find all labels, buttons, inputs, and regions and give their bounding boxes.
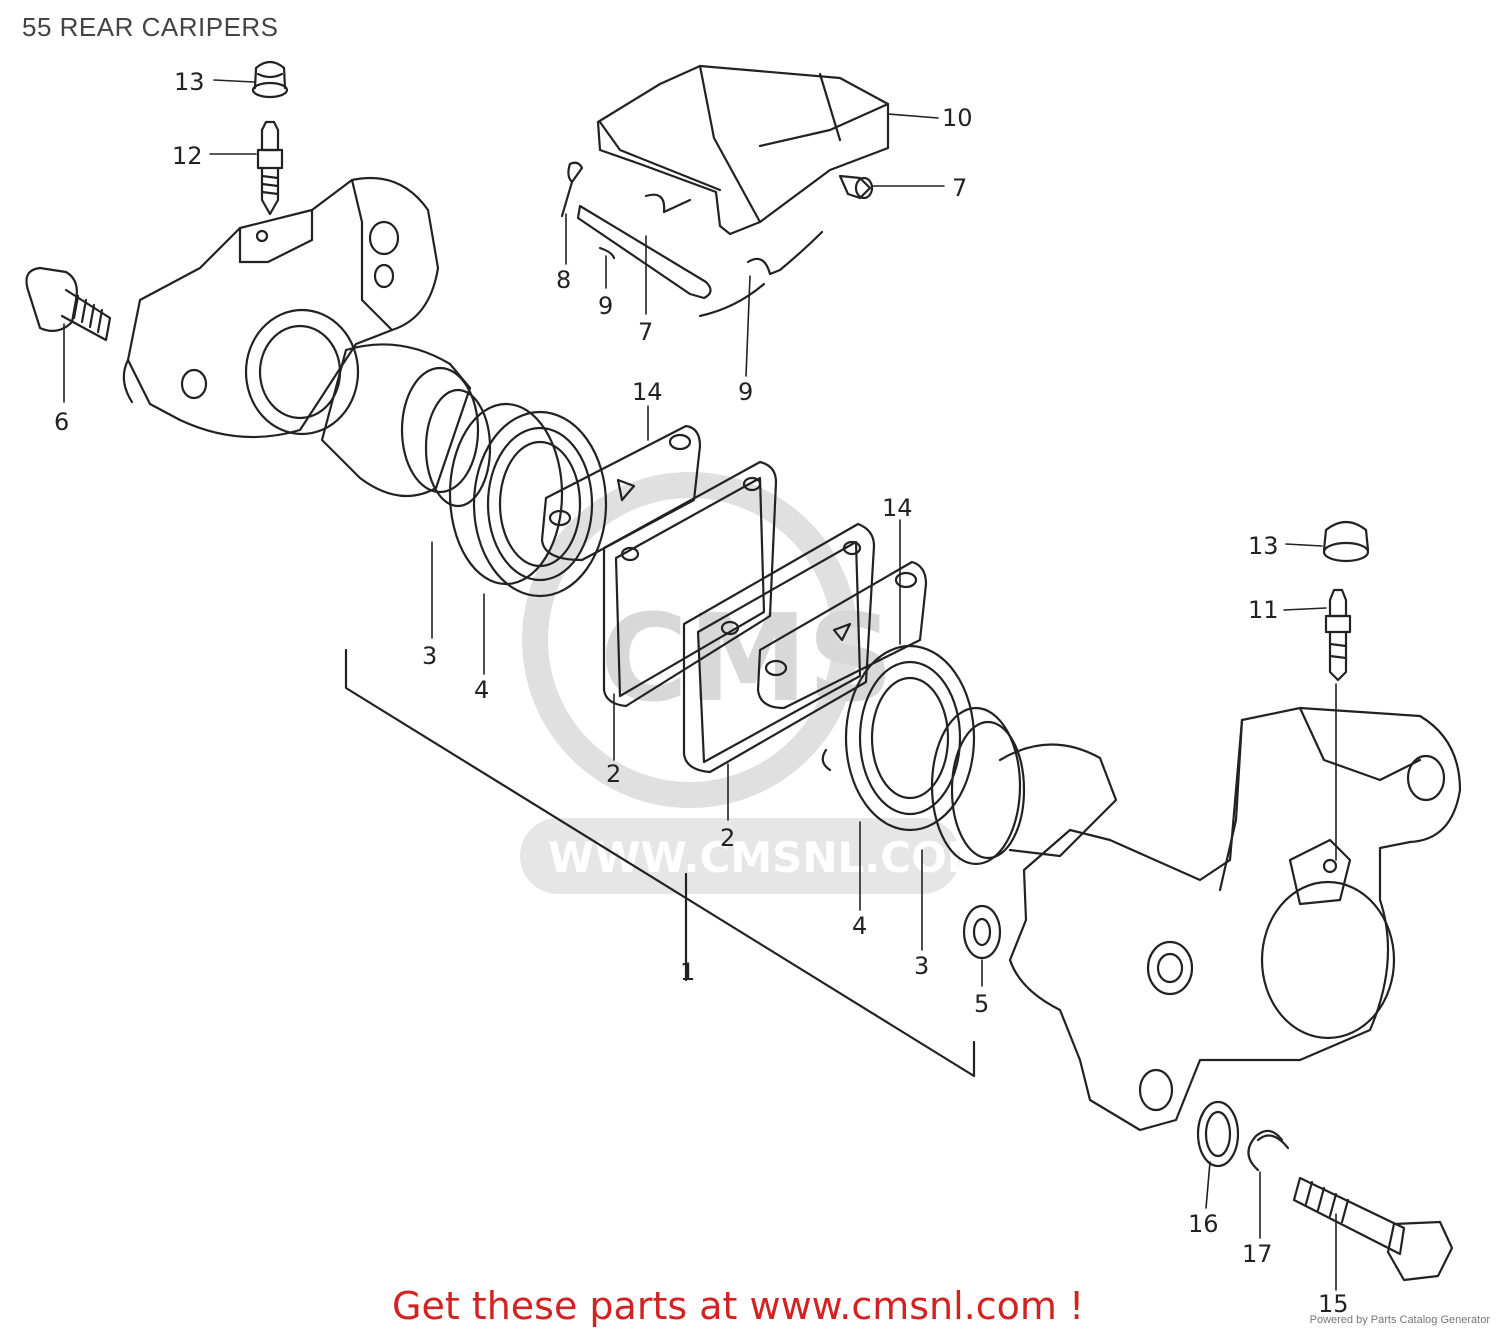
callout-3: 3 [422, 642, 437, 670]
callout-14: 14 [632, 378, 663, 406]
bolt-lower-part [1292, 1176, 1454, 1282]
callout-7: 7 [952, 174, 967, 202]
credit-text: Powered by Parts Catalog Generator [1309, 1314, 1490, 1326]
callout-11: 11 [1248, 596, 1279, 624]
callout-7: 7 [638, 318, 653, 346]
right-caliper-body [1008, 706, 1462, 1132]
callout-2: 2 [606, 760, 621, 788]
mounting-bolt-part [25, 266, 112, 342]
piston-seal-left-part [448, 402, 608, 598]
callout-4: 4 [852, 912, 867, 940]
callout-2: 2 [720, 824, 735, 852]
callout-3: 3 [914, 952, 929, 980]
callout-4: 4 [474, 676, 489, 704]
callout-10: 10 [942, 104, 973, 132]
pad-shim-left-part [540, 424, 702, 562]
callout-13: 13 [1248, 532, 1279, 560]
callout-1: 1 [680, 958, 695, 986]
piston-right-part [930, 706, 1118, 866]
pad-pin-part [560, 161, 824, 318]
watermark-banner [520, 818, 960, 894]
promo-link[interactable]: Get these parts at www.cmsnl.com ! [392, 1284, 1085, 1328]
leader-lines [63, 79, 1337, 1291]
watermark-logo-ring [522, 472, 858, 808]
callout-16: 16 [1188, 1210, 1219, 1238]
callout-5: 5 [974, 990, 989, 1018]
callout-6: 6 [54, 408, 69, 436]
piston-seal-right-part [821, 644, 976, 832]
callout-9: 9 [738, 378, 753, 406]
bleeder-valve-part [256, 120, 284, 216]
circlip-part [1247, 1129, 1290, 1172]
watermark-logo-text: CMS [600, 590, 894, 729]
callout-12: 12 [172, 142, 203, 170]
page-title: 55 REAR CARIPERS [22, 12, 279, 42]
callout-14: 14 [882, 494, 913, 522]
callout-15: 15 [1318, 1290, 1349, 1318]
bleeder-cap-part [251, 60, 289, 99]
washer-lower-part [1196, 1100, 1240, 1168]
pad-pin-small-part [838, 174, 874, 200]
assembly-bracket [344, 648, 976, 1078]
left-caliper-body [122, 176, 440, 439]
washer-part [962, 904, 1002, 960]
bleeder-cap-right-part [1322, 520, 1370, 563]
callout-8: 8 [556, 266, 571, 294]
watermark: CMS WWW.CMSNL.COM [520, 472, 989, 894]
bleeder-valve-right-part [1324, 588, 1352, 682]
callout-9: 9 [598, 292, 613, 320]
callout-17: 17 [1242, 1240, 1273, 1268]
pad-cover-part [596, 64, 890, 236]
brake-pad-right-part [682, 522, 876, 774]
callout-13: 13 [174, 68, 205, 96]
brake-pad-left-part [602, 460, 778, 708]
piston-left-part [320, 343, 492, 508]
pad-shim-right-part [756, 560, 928, 710]
callout-labels: 13 12 6 10 7 8 9 7 9 14 3 4 2 14 2 1 4 3… [54, 68, 1349, 1318]
